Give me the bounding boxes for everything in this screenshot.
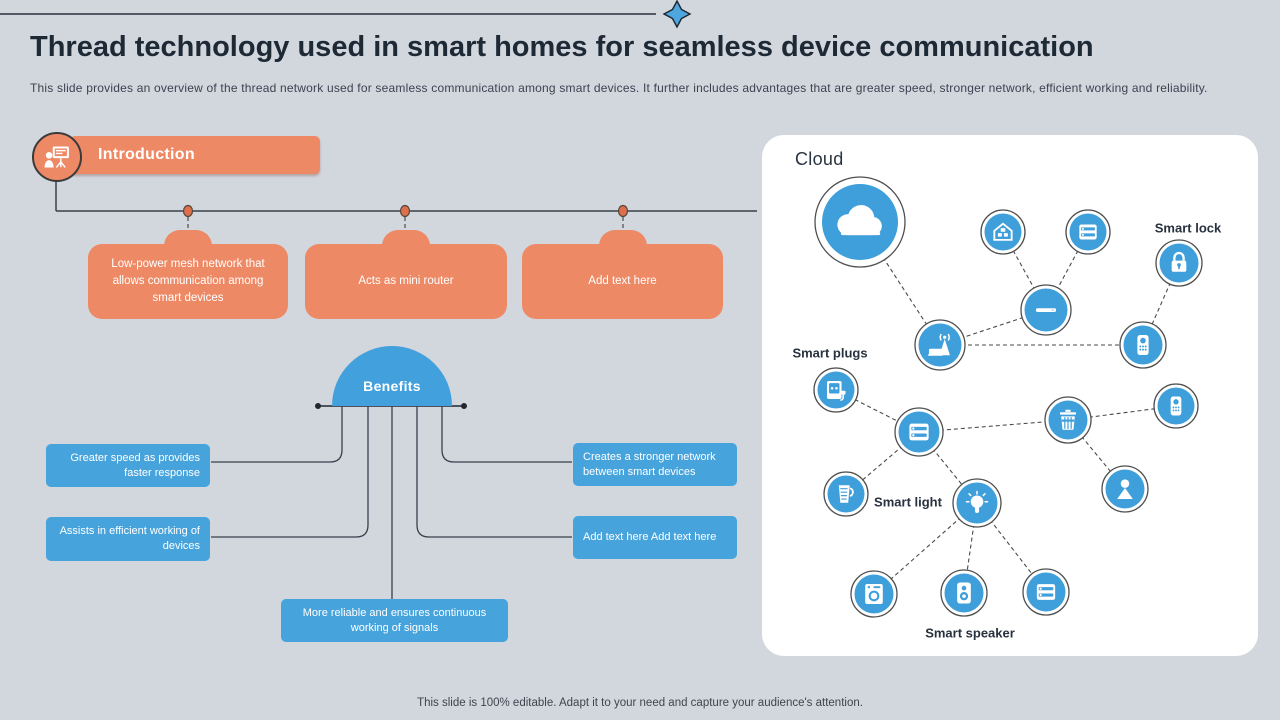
benefit-text: Creates a stronger network between smart… [583,450,716,478]
intro-callout-text: Acts as mini router [358,274,454,287]
intro-callout-2: Acts as mini router [305,230,507,319]
light-bulb-icon [952,478,1002,528]
smart-light-label: Smart light [874,494,942,510]
footer-note: This slide is 100% editable. Adapt it to… [417,697,863,709]
benefit-connector [211,406,369,538]
smart-bin-icon [1044,396,1092,444]
remote-control-icon [1119,321,1167,369]
intro-callout-text: Add text here [588,274,657,287]
network-diagram [813,176,1203,618]
intro-callout-text: Low-power mesh network that allows commu… [111,257,265,305]
benefit-text: Greater speed as provides faster respons… [70,451,200,479]
power-socket-icon [813,367,859,413]
benefit-box-5: More reliable and ensures continuous wor… [281,599,508,642]
baseline-end-dot [461,403,467,409]
washing-machine-icon [850,570,898,618]
measuring-cup-icon [823,471,869,517]
callout-bump [382,230,430,246]
page-subtitle: This slide provides an overview of the t… [30,81,1208,95]
smart-plugs-label: Smart plugs [792,345,868,361]
page-title: Thread technology used in smart homes fo… [30,31,1094,63]
padlock-icon [1155,239,1203,287]
benefit-text: Assists in efficient working of devices [59,525,200,552]
introduction-header: Introduction [70,136,320,174]
sparkle-star-icon [662,0,692,29]
benefits-heading: Benefits [363,378,421,394]
smart-speaker-label: Smart speaker [925,625,1015,641]
router-box-icon [1022,568,1070,616]
hub-bar-icon [1020,284,1072,336]
smart-lock-label: Smart lock [1154,220,1222,236]
antenna-tower-icon [914,319,966,371]
benefit-box-1: Greater speed as provides faster respons… [46,444,210,487]
person-icon [1101,465,1149,513]
introduction-heading: Introduction [98,146,195,163]
router-box-icon [1065,209,1111,255]
baseline-end-dot [315,403,321,409]
timeline-dot [399,204,411,218]
callout-bump [598,230,647,246]
remote-control-icon [1153,383,1199,429]
smart-home-icon [980,209,1026,255]
intro-callout-3: Add text here [522,230,723,319]
benefit-connector [441,406,572,463]
benefit-connector [211,406,343,463]
callout-bump [164,230,212,246]
introduction-badge [32,132,82,182]
cloud-panel-title: Cloud [795,149,844,169]
benefit-box-4: Add text here Add text here [573,516,737,559]
router-box-icon [894,407,944,457]
timeline-dot [617,204,629,218]
benefits-header: Benefits [332,346,452,406]
network-edge [918,419,1069,433]
benefit-box-2: Assists in efficient working of devices [46,517,210,561]
benefit-box-3: Creates a stronger network between smart… [573,443,737,486]
benefit-text: Add text here Add text here [583,531,717,544]
intro-callout-1: Low-power mesh network that allows commu… [88,230,288,319]
benefit-connector [416,406,572,538]
presenter-icon [40,140,74,174]
timeline-dot [182,204,194,218]
speaker-icon [940,569,988,617]
benefit-text: More reliable and ensures continuous wor… [302,606,487,634]
cloud-icon [814,176,906,268]
